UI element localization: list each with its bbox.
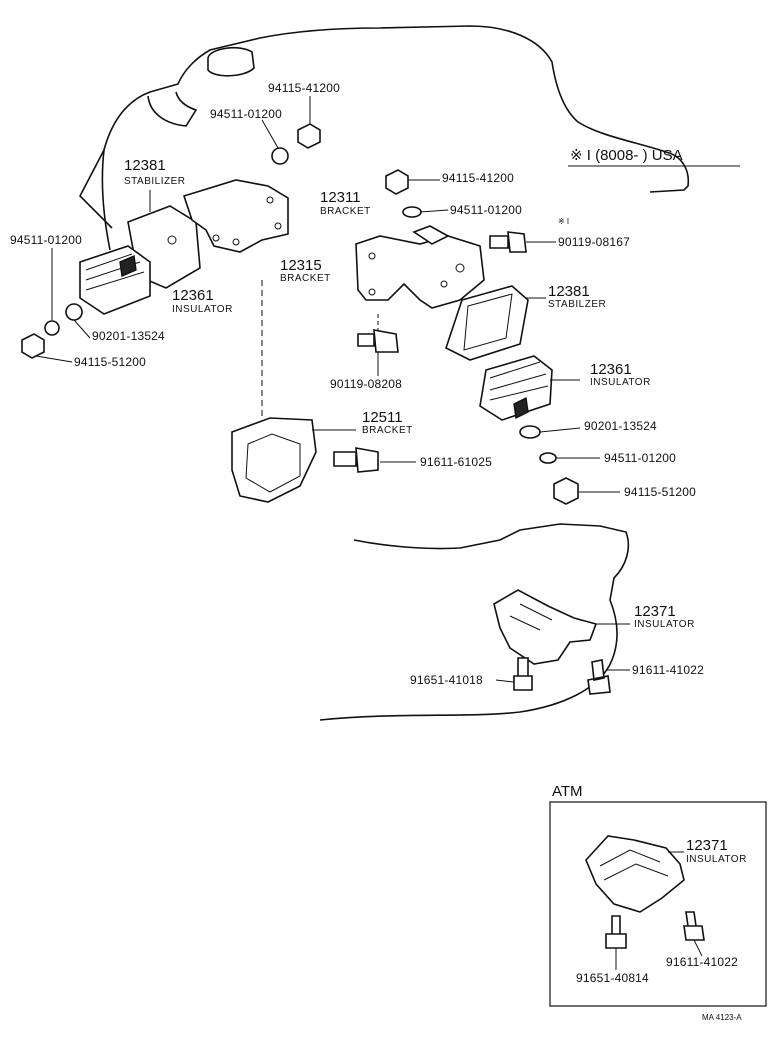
leader-94511-top	[261, 119, 279, 149]
callout-91651-41018: 91651-41018	[410, 673, 483, 687]
callout-12361-right-desc: INSULATOR	[590, 377, 651, 388]
insulator-left-drawing	[79, 245, 151, 315]
washer-mid	[402, 206, 422, 218]
callout-12381-right-num: 12381	[548, 283, 590, 300]
bracket-12315-hole	[455, 263, 465, 273]
callout-12381-left-num: 12381	[124, 157, 166, 174]
callout-12311-num: 12311	[320, 189, 361, 206]
atm-insulator-drawing	[585, 835, 685, 913]
bracket-12311-hole	[212, 234, 220, 242]
bolt-91651-41018	[513, 657, 533, 691]
callout-12311-desc: BRACKET	[320, 206, 371, 217]
callout-12381-right-desc: STABILZER	[548, 299, 607, 310]
bolt-90119-08208	[357, 329, 399, 353]
washer-left-b	[65, 303, 83, 321]
nut-top	[297, 123, 321, 149]
callout-12361-left-num: 12361	[172, 287, 214, 304]
leader-atm-91611	[693, 939, 703, 957]
insulator-12371-ribs	[509, 603, 553, 631]
callout-91611-61025: 91611-61025	[420, 455, 493, 469]
bracket-12315-hole	[368, 252, 376, 260]
callout-12381-left-desc: STABILIZER	[124, 176, 186, 187]
oil-filler-cap	[207, 46, 255, 77]
callout-12371-num: 12371	[634, 603, 676, 620]
engine-side-edge	[79, 149, 113, 229]
leader-90201-left	[73, 319, 91, 339]
callout-94511-01200-top: 94511-01200	[210, 107, 283, 121]
callout-90119-08208: 90119-08208	[330, 377, 403, 391]
bracket-12315-drawing	[355, 235, 485, 309]
leader-94511-mid	[419, 209, 449, 213]
callout-12511-num: 12511	[362, 409, 403, 426]
callout-12361-right-num: 12361	[590, 361, 632, 378]
atm-insulator-ribs	[599, 849, 669, 881]
transmission-outline	[319, 523, 630, 721]
atm-bolt-91651-40814	[605, 915, 627, 949]
leader-90201-right	[539, 427, 581, 433]
callout-94511-01200-left: 94511-01200	[10, 233, 83, 247]
callout-90201-13524-right: 90201-13524	[584, 419, 657, 433]
callout-94115-41200-top: 94115-41200	[268, 81, 341, 95]
bolt-91611-61025	[333, 447, 379, 473]
stabilizer-right-inner	[463, 293, 513, 351]
leader-91651-41018	[495, 679, 515, 683]
callout-94511-01200-mid: 94511-01200	[450, 203, 523, 217]
atm-callout-12371-desc: INSULATOR	[686, 854, 747, 865]
callout-91611-41022: 91611-41022	[632, 663, 705, 677]
usa-mark: ※ I	[558, 217, 570, 226]
bolt-91611-41022	[587, 659, 611, 695]
engine-block-outline	[101, 25, 690, 251]
washer-top	[271, 147, 289, 165]
callout-90119-08167: 90119-08167	[558, 235, 631, 249]
callout-12315-desc: BRACKET	[280, 273, 331, 284]
usa-note: ※ I (8008- ) USA	[570, 147, 683, 164]
callout-12511-desc: BRACKET	[362, 425, 413, 436]
bracket-12315-hole	[368, 288, 376, 296]
nut-right	[553, 477, 579, 505]
insulator-right-stud	[513, 396, 529, 420]
washer-right-b	[539, 452, 557, 464]
callout-12361-left-desc: INSULATOR	[172, 304, 233, 315]
callout-94115-51200-right: 94115-51200	[624, 485, 697, 499]
atm-callout-91611-41022: 91611-41022	[666, 955, 739, 969]
bolt-90119-08167	[489, 231, 527, 253]
callout-12315-num: 12315	[280, 257, 322, 274]
nut-mid	[385, 169, 409, 195]
washer-left-a	[44, 320, 60, 336]
atm-title: ATM	[552, 783, 583, 800]
callout-94511-01200-right: 94511-01200	[604, 451, 677, 465]
insulator-right-ribs	[489, 361, 549, 401]
callout-94115-51200-left: 94115-51200	[74, 355, 147, 369]
nut-left	[21, 333, 45, 359]
engine-pipe	[147, 91, 198, 127]
callout-90201-13524-left: 90201-13524	[92, 329, 165, 343]
bracket-12511-inner	[245, 433, 301, 493]
atm-callout-12371-num: 12371	[686, 837, 728, 854]
bracket-12311-hole	[232, 238, 240, 246]
callout-12371-desc: INSULATOR	[634, 619, 695, 630]
bracket-12311-hole	[266, 196, 274, 204]
washer-right-a	[519, 425, 541, 439]
bracket-12311-drawing	[182, 179, 289, 253]
bracket-12511-drawing	[231, 417, 317, 503]
stabilizer-right-drawing	[445, 285, 529, 361]
atm-inset-frame	[549, 801, 767, 1007]
stabilizer-left-hole	[167, 235, 177, 245]
insulator-12371-drawing	[493, 589, 598, 665]
atm-callout-91651-40814: 91651-40814	[576, 971, 649, 985]
bracket-12311-hole	[274, 222, 282, 230]
insulator-left-stud	[119, 254, 137, 278]
leader-94115-left	[35, 355, 73, 363]
insulator-right-drawing	[479, 355, 553, 421]
bracket-12315-tab	[412, 225, 450, 245]
callout-94115-41200-mid: 94115-41200	[442, 171, 515, 185]
bracket-12315-hole	[440, 280, 448, 288]
figure-id: MA 4123-A	[702, 1013, 742, 1022]
atm-bolt-91611-41022	[683, 911, 705, 941]
